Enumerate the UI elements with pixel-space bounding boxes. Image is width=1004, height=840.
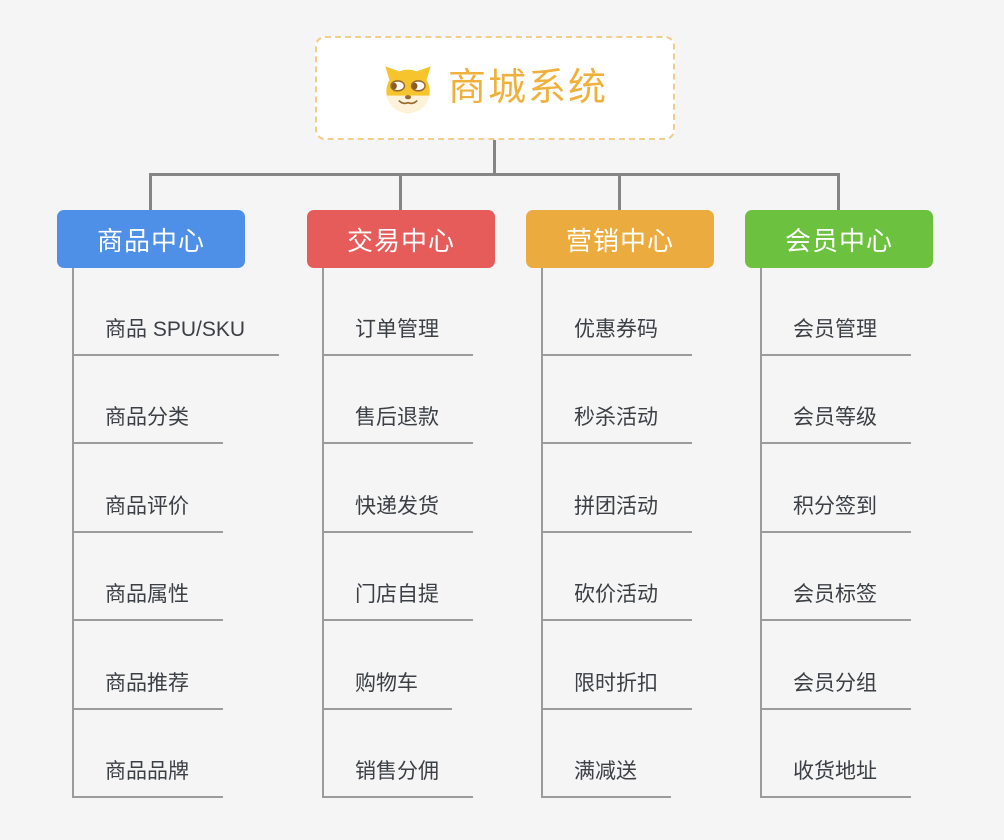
leaf-node[interactable]: 商品品牌 xyxy=(73,756,223,798)
branch-node-member-center[interactable]: 会员中心 xyxy=(745,210,933,268)
leaf-node[interactable]: 商品评价 xyxy=(73,491,223,533)
leaf-node[interactable]: 限时折扣 xyxy=(542,668,692,710)
branch-label: 营销中心 xyxy=(565,225,674,256)
branch-member-center: 会员中心 会员管理 会员等级 积分签到 会员标签 会员分组 收货地址 xyxy=(745,210,1004,810)
leaf-node[interactable]: 拼团活动 xyxy=(542,491,692,533)
branch-trunk-line xyxy=(541,268,543,798)
leaf-node[interactable]: 商品推荐 xyxy=(73,668,223,710)
leaf-node[interactable]: 商品分类 xyxy=(73,402,223,444)
leaf-node[interactable]: 购物车 xyxy=(323,668,452,710)
connector-root-stem xyxy=(493,140,496,175)
connector-horizontal-rail xyxy=(149,173,840,176)
root-node[interactable]: 商城系统 xyxy=(315,36,675,140)
leaf-node[interactable]: 会员管理 xyxy=(761,314,911,356)
branch-node-product-center[interactable]: 商品中心 xyxy=(57,210,245,268)
connector-drop-product xyxy=(149,173,152,211)
leaf-node[interactable]: 会员分组 xyxy=(761,668,911,710)
leaf-node[interactable]: 门店自提 xyxy=(323,579,473,621)
leaf-node[interactable]: 满减送 xyxy=(542,756,671,798)
branch-node-marketing-center[interactable]: 营销中心 xyxy=(526,210,714,268)
branch-trunk-line xyxy=(72,268,74,798)
leaf-node[interactable]: 售后退款 xyxy=(323,402,473,444)
branch-marketing-center: 营销中心 优惠券码 秒杀活动 拼团活动 砍价活动 限时折扣 满减送 xyxy=(526,210,786,810)
branch-trunk-line xyxy=(760,268,762,798)
connector-drop-marketing xyxy=(618,173,621,211)
leaf-node[interactable]: 商品属性 xyxy=(73,579,223,621)
branch-product-center: 商品中心 商品 SPU/SKU 商品分类 商品评价 商品属性 商品推荐 商品品牌 xyxy=(57,210,317,810)
leaf-node[interactable]: 积分签到 xyxy=(761,491,911,533)
branch-label: 交易中心 xyxy=(346,225,455,256)
branch-trade-center: 交易中心 订单管理 售后退款 快递发货 门店自提 购物车 销售分佣 xyxy=(307,210,567,810)
leaf-node[interactable]: 快递发货 xyxy=(323,491,473,533)
leaf-node[interactable]: 优惠券码 xyxy=(542,314,692,356)
leaf-node[interactable]: 会员标签 xyxy=(761,579,911,621)
doge-icon xyxy=(385,66,431,113)
leaf-node[interactable]: 收货地址 xyxy=(761,756,911,798)
leaf-node[interactable]: 砍价活动 xyxy=(542,579,692,621)
branch-trunk-line xyxy=(322,268,324,798)
branch-label: 商品中心 xyxy=(96,225,205,256)
connector-drop-trade xyxy=(399,173,402,211)
leaf-node[interactable]: 商品 SPU/SKU xyxy=(73,314,280,356)
connector-drop-member xyxy=(837,173,840,211)
leaf-node[interactable]: 订单管理 xyxy=(323,314,473,356)
leaf-node[interactable]: 销售分佣 xyxy=(323,756,473,798)
branch-label: 会员中心 xyxy=(784,225,893,256)
leaf-node[interactable]: 会员等级 xyxy=(761,402,911,444)
branch-node-trade-center[interactable]: 交易中心 xyxy=(307,210,495,268)
leaf-node[interactable]: 秒杀活动 xyxy=(542,402,692,444)
root-title: 商城系统 xyxy=(447,67,608,109)
